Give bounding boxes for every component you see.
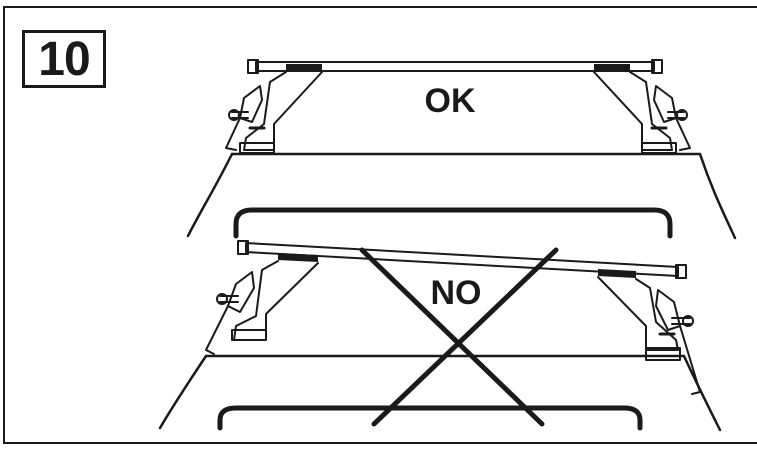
ok-foot-pad-left [286, 64, 322, 71]
ok-roof-right-edge [698, 152, 737, 240]
ok-right-foot [593, 71, 673, 151]
no-foot-pad-left [278, 253, 318, 262]
ok-roof-left-edge [186, 152, 234, 238]
ok-bar-endcap-left [247, 59, 259, 74]
no-cross-mark [359, 247, 559, 427]
ok-foot-pad-right [594, 64, 630, 71]
ok-illustration: OK [186, 59, 737, 240]
no-right-foot [597, 276, 679, 351]
no-label: NO [431, 274, 482, 312]
ok-windshield [233, 207, 673, 239]
no-left-foot [233, 260, 319, 341]
no-bar-endcap-right [675, 264, 687, 279]
no-crossbar [245, 242, 679, 277]
step-number-badge: 10 [22, 30, 106, 88]
no-bar-endcap-left [237, 240, 249, 255]
no-roof-right-edge [682, 354, 722, 432]
ok-crossbar [255, 61, 655, 72]
no-foot-pad-right [598, 269, 636, 278]
no-windshield [217, 405, 643, 431]
ok-label: OK [425, 82, 476, 120]
figure-frame [3, 6, 757, 444]
ok-bar-endcap-right [651, 59, 663, 74]
ok-left-foot [243, 71, 323, 151]
no-illustration: NO [158, 240, 722, 432]
no-roof-left-edge [158, 354, 208, 430]
